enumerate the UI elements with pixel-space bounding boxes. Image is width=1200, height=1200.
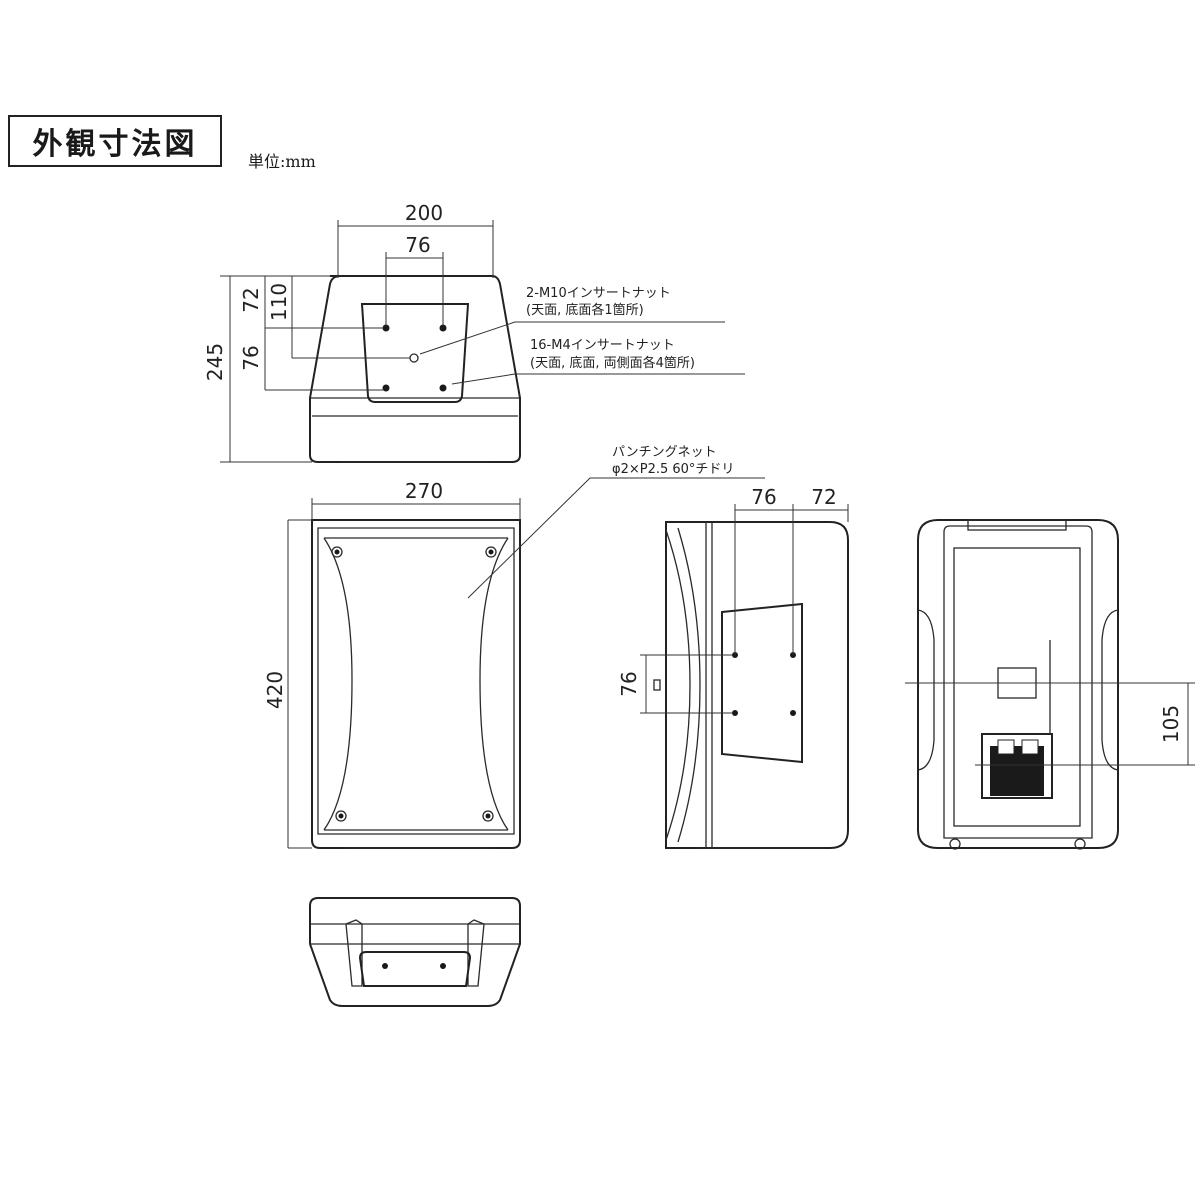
rear-view	[905, 519, 1195, 850]
net-label: パンチングネット	[612, 445, 717, 460]
dim-front-height: 420	[263, 671, 287, 709]
m4-label: 16-M4インサートナット	[530, 338, 675, 353]
dim-top-width: 200	[405, 201, 443, 225]
dim-side-vertical: 76	[617, 671, 641, 696]
bottom-view	[309, 897, 521, 1007]
drawing-title: 外観寸法図	[8, 115, 222, 167]
top-view	[220, 220, 745, 463]
m10-detail: (天面, 底面各1箇所)	[526, 302, 644, 318]
dim-top-depth: 245	[203, 343, 227, 381]
dim-top-110: 110	[267, 283, 291, 321]
dim-top-72: 72	[239, 287, 263, 312]
front-view	[287, 477, 765, 849]
m4-detail: (天面, 底面, 両側面各4箇所)	[530, 355, 695, 371]
dim-front-width: 270	[405, 479, 443, 503]
m10-label: 2-M10インサートナット	[526, 286, 671, 301]
dim-side-76: 76	[751, 485, 776, 509]
dim-top-holes: 76	[405, 233, 430, 257]
dim-top-76: 76	[239, 345, 263, 370]
dim-side-72: 72	[811, 485, 836, 509]
side-view	[640, 504, 849, 849]
unit-label: 単位:mm	[248, 152, 316, 171]
net-detail: φ2×P2.5 60°チドリ	[612, 462, 734, 477]
dim-rear-105: 105	[1159, 705, 1183, 743]
